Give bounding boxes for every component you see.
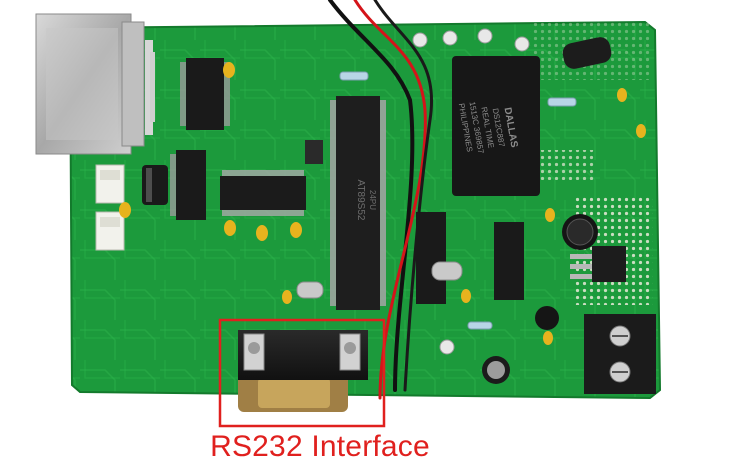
mcu-label-2: 24PU — [368, 190, 377, 210]
ic-dip16 — [220, 170, 306, 216]
resistors — [339, 71, 577, 330]
jst-connector-2 — [95, 211, 125, 251]
db9-connector — [238, 330, 368, 412]
leds — [412, 28, 530, 355]
rs232-caption: RS232 Interface — [210, 430, 430, 463]
ic-small-1 — [180, 58, 230, 130]
rtc-module: DALLAS DS12C887 REAL TIME 1513C 369857 P… — [452, 56, 540, 196]
rj45-jack — [35, 13, 153, 155]
ic-right-2 — [494, 222, 524, 300]
jst-connector-1 — [95, 164, 125, 204]
ic-small-2 — [170, 150, 206, 220]
rs232-highlight-box — [218, 318, 386, 428]
top-crystal — [562, 37, 612, 69]
proto-area — [530, 20, 653, 305]
mcu-chip: AT89S52 24PU — [330, 96, 386, 310]
crystal-oscillators — [296, 261, 463, 299]
pin-headers — [150, 52, 323, 164]
voltage-regulator — [570, 246, 626, 282]
mcu-label: AT89S52 — [355, 180, 366, 221]
ceramic-capacitors — [119, 62, 646, 345]
ic-right-1 — [416, 212, 446, 304]
electrolytic-capacitors — [142, 165, 598, 384]
terminal-block — [584, 314, 656, 394]
wires — [328, 0, 433, 400]
